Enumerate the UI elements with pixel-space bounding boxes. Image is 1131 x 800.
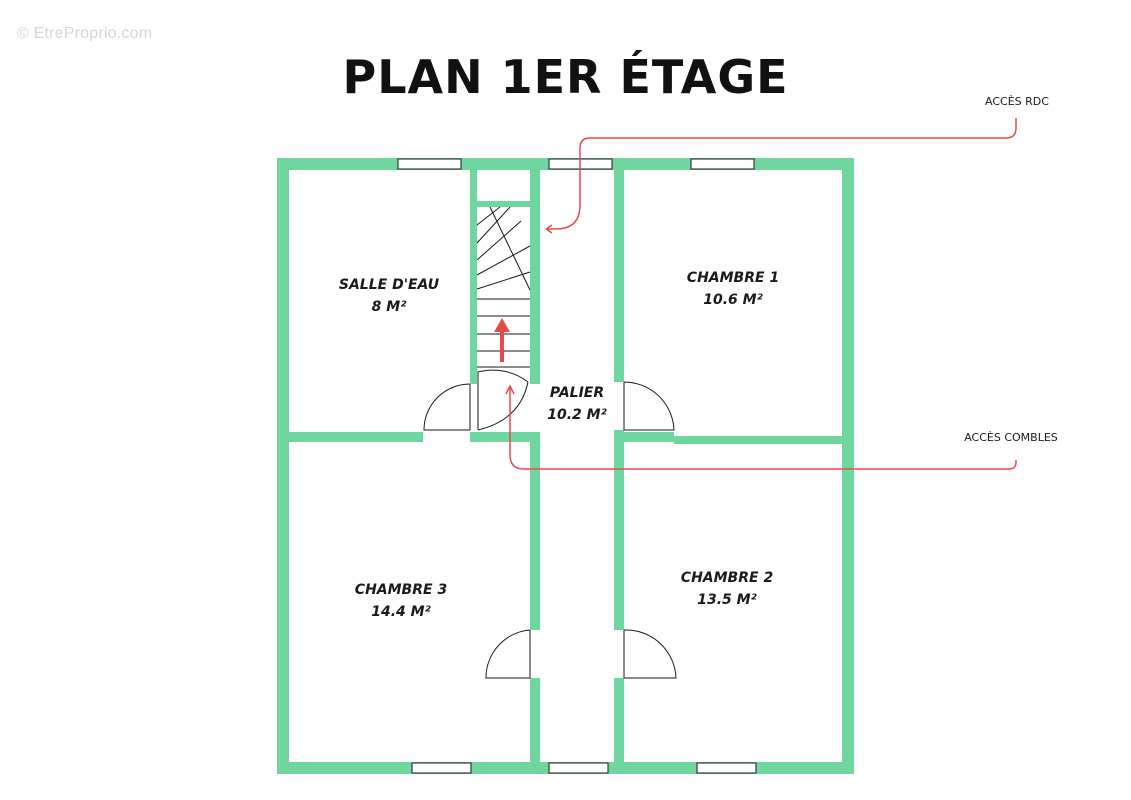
door-salle-eau [423, 383, 471, 431]
walls [277, 158, 854, 774]
page-title: PLAN 1ER ÉTAGE [342, 50, 789, 104]
wall-stair-bottom [470, 432, 540, 442]
door-stair [477, 369, 529, 430]
door-chambre3 [485, 629, 531, 679]
wall-corridor-chambre2-upper [614, 430, 624, 630]
stair-wall-left [470, 170, 477, 384]
room-name-chambre1: CHAMBRE 1 [687, 270, 779, 286]
wall-chambre1-bottom-left [624, 432, 674, 442]
room-area-chambre1: 10.6 M² [703, 292, 763, 308]
door-chambre2 [623, 629, 677, 679]
window-salle-eau [397, 158, 462, 170]
door-chambre1 [623, 381, 675, 431]
doors [423, 369, 677, 679]
outer-wall-right [842, 158, 854, 774]
callout-arrow-rdc-icon [545, 224, 553, 234]
room-name-palier: PALIER [550, 385, 604, 401]
window-chambre3 [411, 762, 472, 774]
callout-lines [505, 118, 1017, 470]
window-chambre2 [696, 762, 757, 774]
room-name-chambre3: CHAMBRE 3 [355, 582, 447, 598]
room-area-salle-eau: 8 M² [372, 299, 408, 315]
room-area-palier: 10.2 M² [547, 407, 607, 423]
room-name-salle-eau: SALLE D'EAU [339, 277, 440, 293]
watermark: © EtreProprio.com [17, 25, 153, 42]
wall-corridor-chambre2-lower [614, 678, 624, 762]
room-area-chambre2: 13.5 M² [697, 592, 757, 608]
room-name-chambre2: CHAMBRE 2 [681, 570, 773, 586]
callout-line-acces-rdc [546, 118, 1017, 230]
wall-palier-chambre1 [614, 170, 624, 382]
wall-salle-eau-bottom [289, 432, 423, 442]
callout-label-acces-combles: ACCÈS COMBLES [964, 431, 1058, 444]
stair-up-arrow-icon [494, 318, 510, 362]
callout-label-acces-rdc: ACCÈS RDC [985, 95, 1049, 108]
stair-treads [476, 206, 531, 368]
callout-line-acces-combles [509, 388, 1017, 470]
window-chambre1 [690, 158, 755, 170]
wall-corridor-chambre3-upper [530, 432, 540, 630]
outer-wall-left [277, 158, 289, 774]
wall-corridor-chambre3-lower [530, 678, 540, 762]
callout-arrow-combles-icon [505, 384, 515, 395]
room-area-chambre3: 14.4 M² [371, 604, 431, 620]
windows [397, 158, 757, 774]
window-corridor [548, 762, 609, 774]
wall-chambre1-bottom-right [674, 436, 842, 444]
stair-wall-right [530, 170, 540, 384]
stair-wall-top [477, 201, 530, 207]
